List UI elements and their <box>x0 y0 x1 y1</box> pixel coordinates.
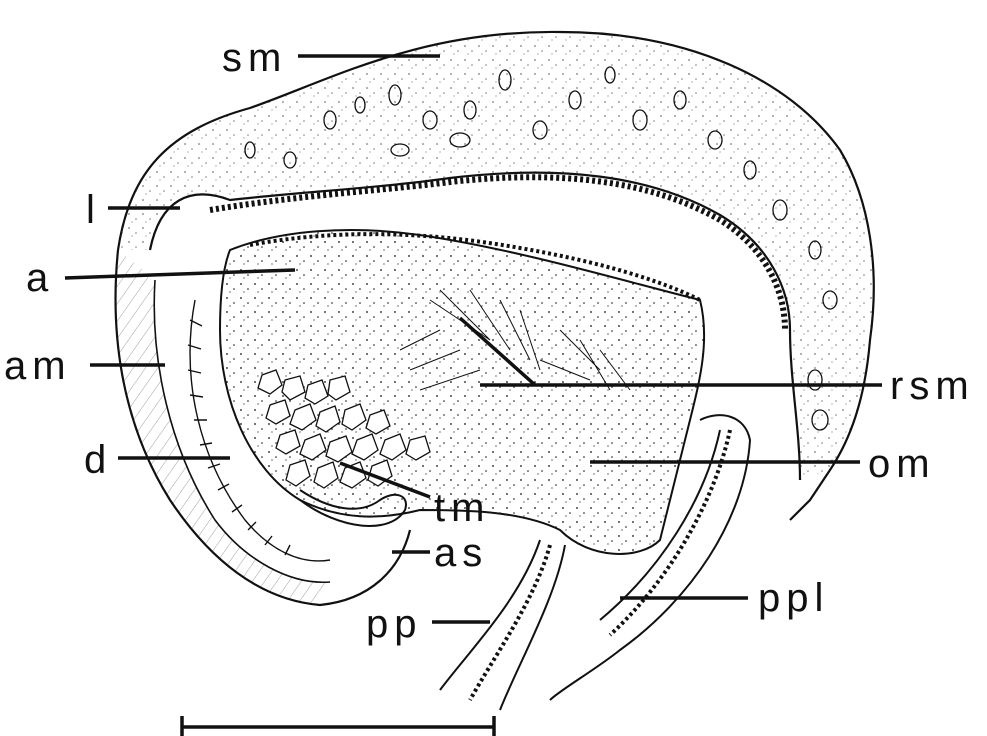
label-a: a <box>26 258 54 298</box>
label-ppl: ppl <box>758 578 829 618</box>
scale-bar <box>182 716 494 736</box>
label-om: om <box>868 444 936 484</box>
label-tm: tm <box>434 488 490 528</box>
label-l: l <box>86 190 101 230</box>
label-pp: pp <box>366 604 423 644</box>
label-am: am <box>4 346 72 386</box>
label-d: d <box>84 440 112 480</box>
label-rsm: rsm <box>890 366 975 406</box>
label-as: as <box>434 533 488 573</box>
label-sm: sm <box>222 38 287 78</box>
